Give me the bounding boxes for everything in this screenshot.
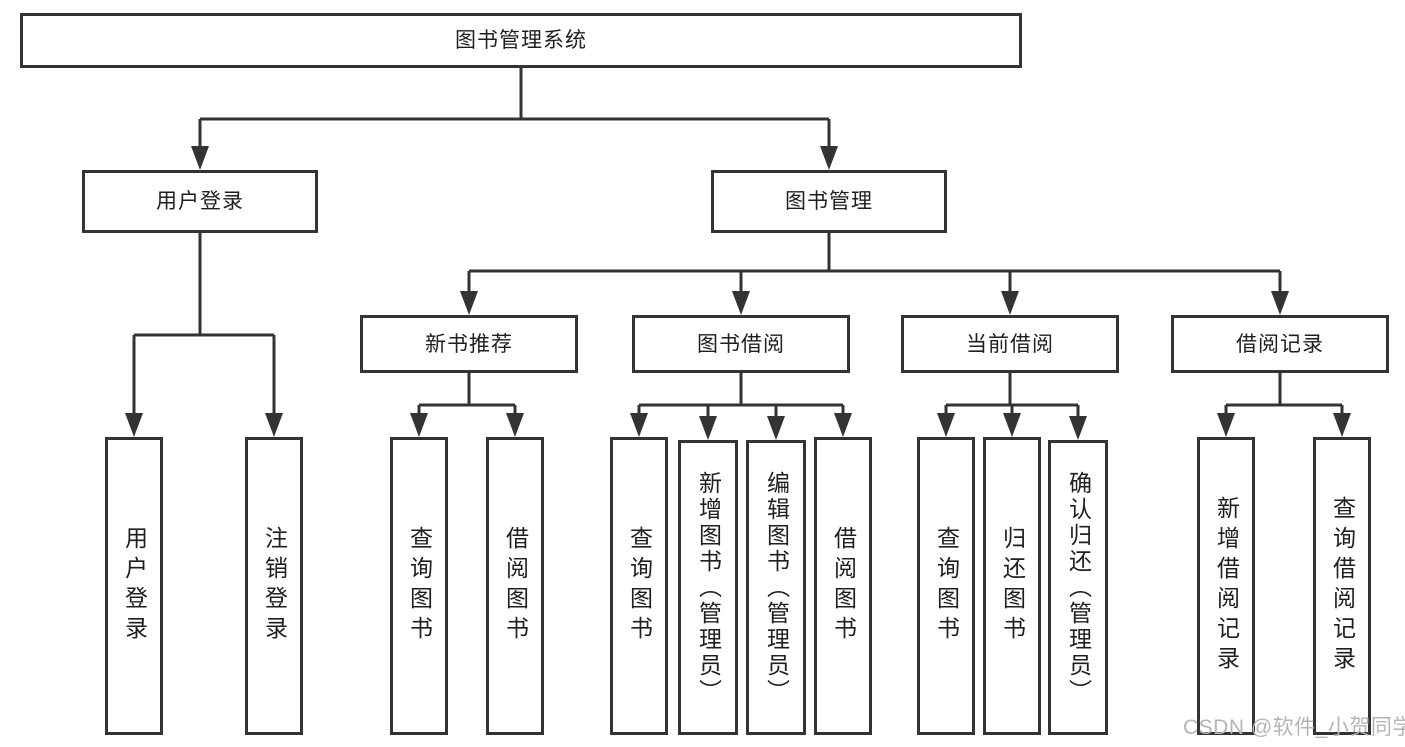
node-br-query-record: 查询借阅记录	[1313, 437, 1371, 735]
node-book-borrowing: 图书借阅	[632, 315, 850, 373]
watermark: CSDN @软件_小贺同学	[1183, 716, 1405, 739]
node-leaf-user-login: 用户登录	[105, 437, 163, 735]
connector-current	[944, 373, 1080, 422]
node-bb-query-books: 查询图书	[610, 437, 668, 735]
node-nb-borrow-books: 借阅图书	[486, 437, 544, 735]
node-bb-edit-books-admin: 编辑图书（管理员）	[746, 440, 806, 735]
node-nb-query-books: 查询图书	[390, 437, 448, 735]
node-new-book-recommend: 新书推荐	[360, 315, 578, 373]
node-bb-add-books-admin: 新增图书（管理员）	[678, 440, 738, 735]
connector-root	[198, 68, 831, 152]
node-current-borrowing: 当前借阅	[901, 315, 1119, 373]
connector-records	[1224, 373, 1344, 419]
node-br-add-record: 新增借阅记录	[1197, 437, 1255, 735]
node-cb-query-books: 查询图书	[917, 437, 975, 735]
connector-user-login	[132, 233, 276, 419]
node-bb-borrow-books: 借阅图书	[814, 437, 872, 735]
node-user-login: 用户登录	[82, 170, 318, 233]
connector-new-book	[417, 373, 517, 419]
node-cb-return-books: 归还图书	[983, 437, 1041, 735]
node-cb-confirm-return-admin: 确认归还（管理员）	[1048, 440, 1108, 735]
node-borrowing-records: 借阅记录	[1171, 315, 1389, 373]
node-leaf-logout: 注销登录	[245, 437, 303, 735]
connector-book-mgmt	[467, 233, 1282, 297]
node-book-management: 图书管理	[711, 170, 947, 233]
node-root-library-system: 图书管理系统	[20, 13, 1022, 68]
connector-borrowing	[637, 373, 845, 422]
